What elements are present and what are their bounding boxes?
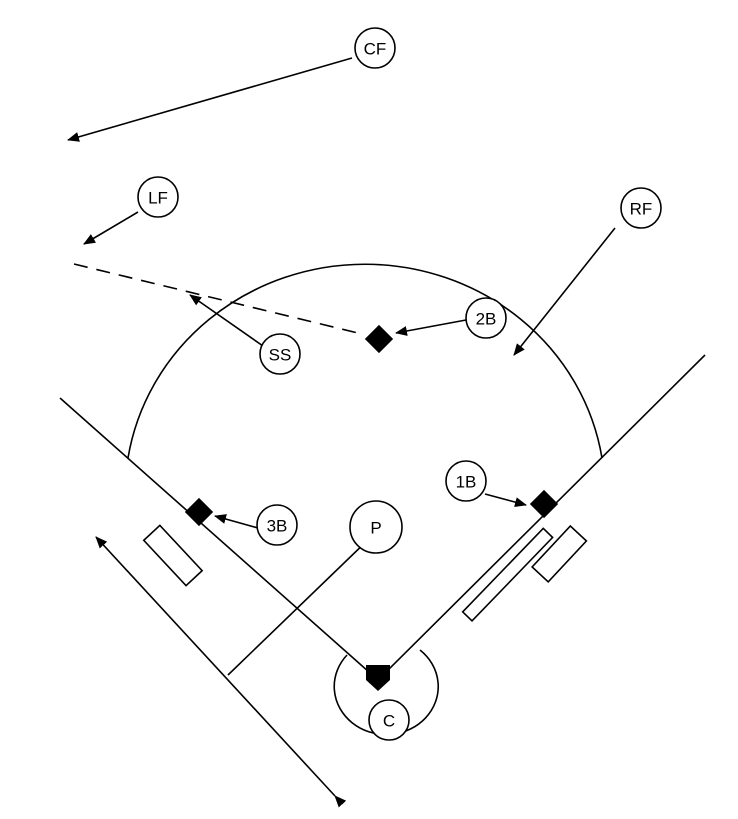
first-base-coach-box [531, 524, 588, 584]
third-base [184, 497, 214, 527]
svg-text:RF: RF [630, 200, 653, 219]
third-base-foul-line [59, 397, 379, 681]
third-base-side-arrow [95, 536, 347, 808]
position-ss: SS [259, 333, 301, 375]
second-base-arrow [395, 319, 467, 336]
first-base [529, 489, 559, 519]
infield-arc [127, 263, 603, 459]
svg-text:CF: CF [364, 40, 387, 59]
svg-text:C: C [383, 712, 395, 731]
svg-text:P: P [370, 519, 381, 538]
position-third-base: 3B [256, 504, 298, 546]
svg-text:LF: LF [148, 189, 168, 208]
third-base-arrow [214, 514, 259, 529]
first-base-runner-lane [461, 527, 554, 623]
home-plate [366, 665, 390, 691]
svg-text:SS: SS [269, 346, 292, 365]
position-rf: RF [620, 187, 662, 229]
position-lf: LF [137, 176, 179, 218]
first-base-arrow [484, 493, 527, 507]
position-cf: CF [354, 27, 396, 69]
first-base-foul-line [377, 354, 706, 681]
pitcher-throw-line [227, 535, 373, 676]
position-second-base: 2B [465, 297, 507, 339]
position-catcher: C [368, 699, 410, 741]
svg-text:3B: 3B [267, 517, 288, 536]
second-base [364, 324, 394, 354]
third-base-coach-box [142, 524, 204, 587]
relay-dashed-line [73, 263, 363, 335]
svg-text:1B: 1B [456, 473, 477, 492]
cf-arrow [67, 57, 353, 142]
ss-arrow [189, 294, 264, 347]
position-first-base: 1B [445, 460, 487, 502]
lf-arrow [83, 211, 139, 245]
rf-arrow [513, 227, 616, 356]
position-pitcher: P [349, 500, 403, 554]
svg-text:2B: 2B [476, 310, 497, 329]
